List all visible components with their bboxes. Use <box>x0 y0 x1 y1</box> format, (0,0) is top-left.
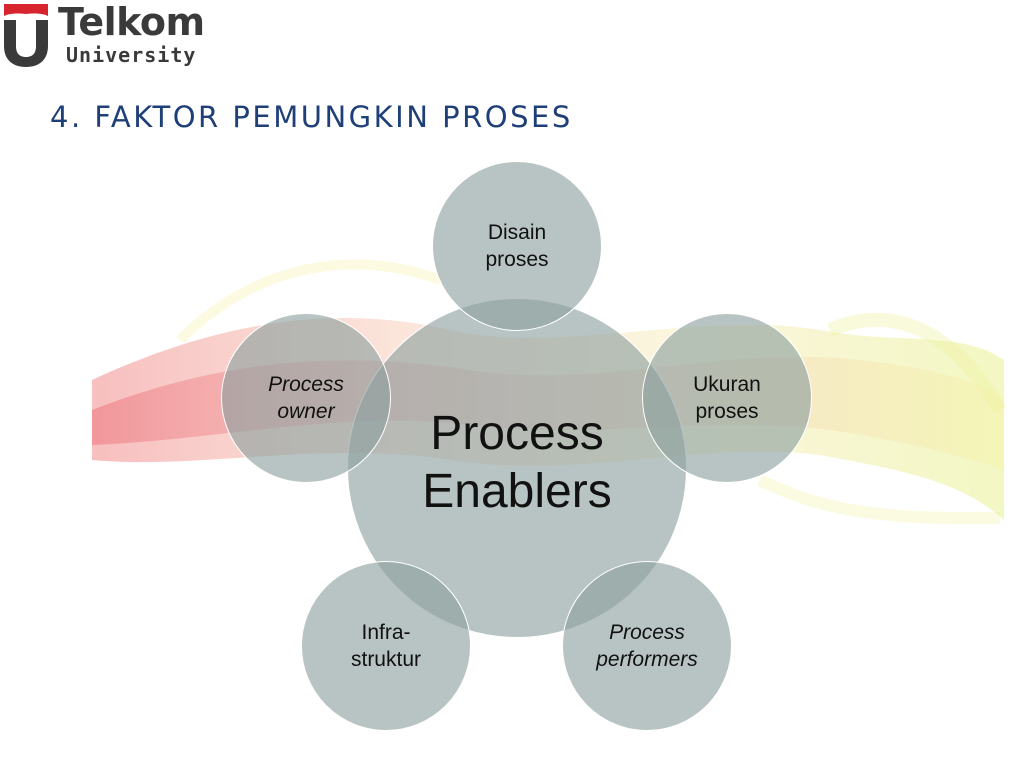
node-ukuran-proses: Ukuran proses <box>642 313 812 483</box>
node-process-performers: Process performers <box>562 561 732 731</box>
telkom-university-logo: Telkom University <box>0 0 210 75</box>
node-process-owner: Process owner <box>221 313 391 483</box>
node-label: Ukuran proses <box>693 373 761 423</box>
node-label: Process owner <box>268 373 344 423</box>
node-label: Infra- struktur <box>350 621 421 671</box>
telkom-logo-icon <box>4 4 48 67</box>
center-node-process-enablers: Process Enablers <box>347 298 687 638</box>
center-node-label: Process Enablers <box>422 407 612 518</box>
node-disain-proses: Disain proses <box>432 161 602 331</box>
logo-subtitle: University <box>66 43 197 67</box>
logo-wordmark: Telkom <box>58 0 205 44</box>
node-infrastruktur: Infra- struktur <box>301 561 471 731</box>
node-label: Disain proses <box>485 221 549 271</box>
slide-title: 4. FAKTOR PEMUNGKIN PROSES <box>50 100 573 134</box>
node-label: Process performers <box>596 621 698 671</box>
